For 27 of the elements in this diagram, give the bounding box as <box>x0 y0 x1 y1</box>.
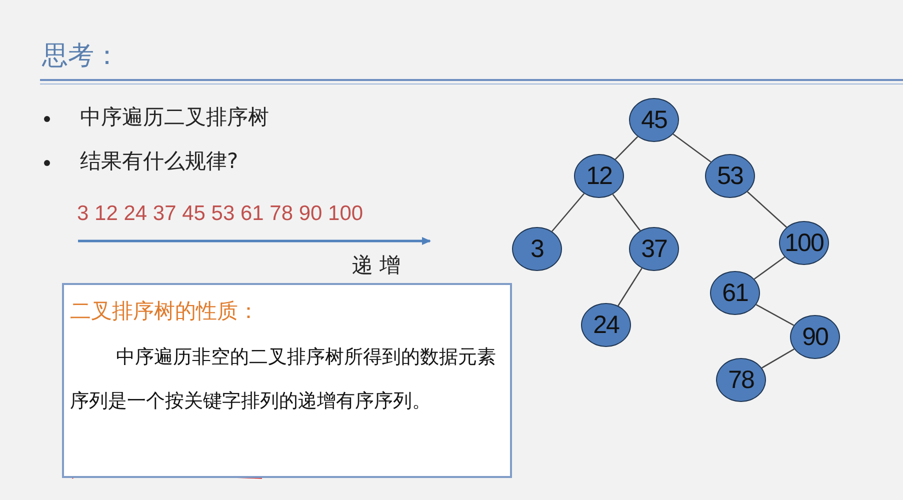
sequence-text: 3 12 24 37 45 53 61 78 90 100 <box>77 202 364 226</box>
tree-node-circle: 24 <box>581 303 631 347</box>
tree-edge <box>612 194 641 232</box>
tree-node-circle: 61 <box>710 271 760 315</box>
tree-node-circle: 3 <box>512 227 562 271</box>
tree-edge <box>551 193 585 232</box>
tree-node-circle: 53 <box>705 154 755 198</box>
tree-node-circle: 45 <box>629 98 679 142</box>
bullet-text: 结果有什么规律? <box>80 148 238 175</box>
tree-edge <box>618 268 642 306</box>
tree-edge <box>754 256 786 280</box>
tree-node-circle: 100 <box>779 221 829 265</box>
tree-edge <box>756 304 794 326</box>
tree-node-circle: 90 <box>790 315 840 359</box>
tree-edge <box>762 348 794 368</box>
box-body: 中序遍历非空的二叉排序树所得到的数据元素序列是一个按关键字排列的递增有序序列。 <box>70 345 497 414</box>
tree-edge <box>746 191 788 228</box>
property-box <box>62 283 512 478</box>
tree-node-circle: 12 <box>574 154 624 198</box>
tree-node-circle: 78 <box>716 358 766 402</box>
bullet-text: 中序遍历二叉排序树 <box>80 104 269 131</box>
arrow-caption: 递 增 <box>352 252 401 279</box>
tree-node-circle: 37 <box>629 227 679 271</box>
box-heading: 二叉排序树的性质： <box>70 298 259 325</box>
tree-edge <box>614 136 638 160</box>
slide-title: 思考： <box>42 40 120 73</box>
tree-edge <box>672 134 712 162</box>
